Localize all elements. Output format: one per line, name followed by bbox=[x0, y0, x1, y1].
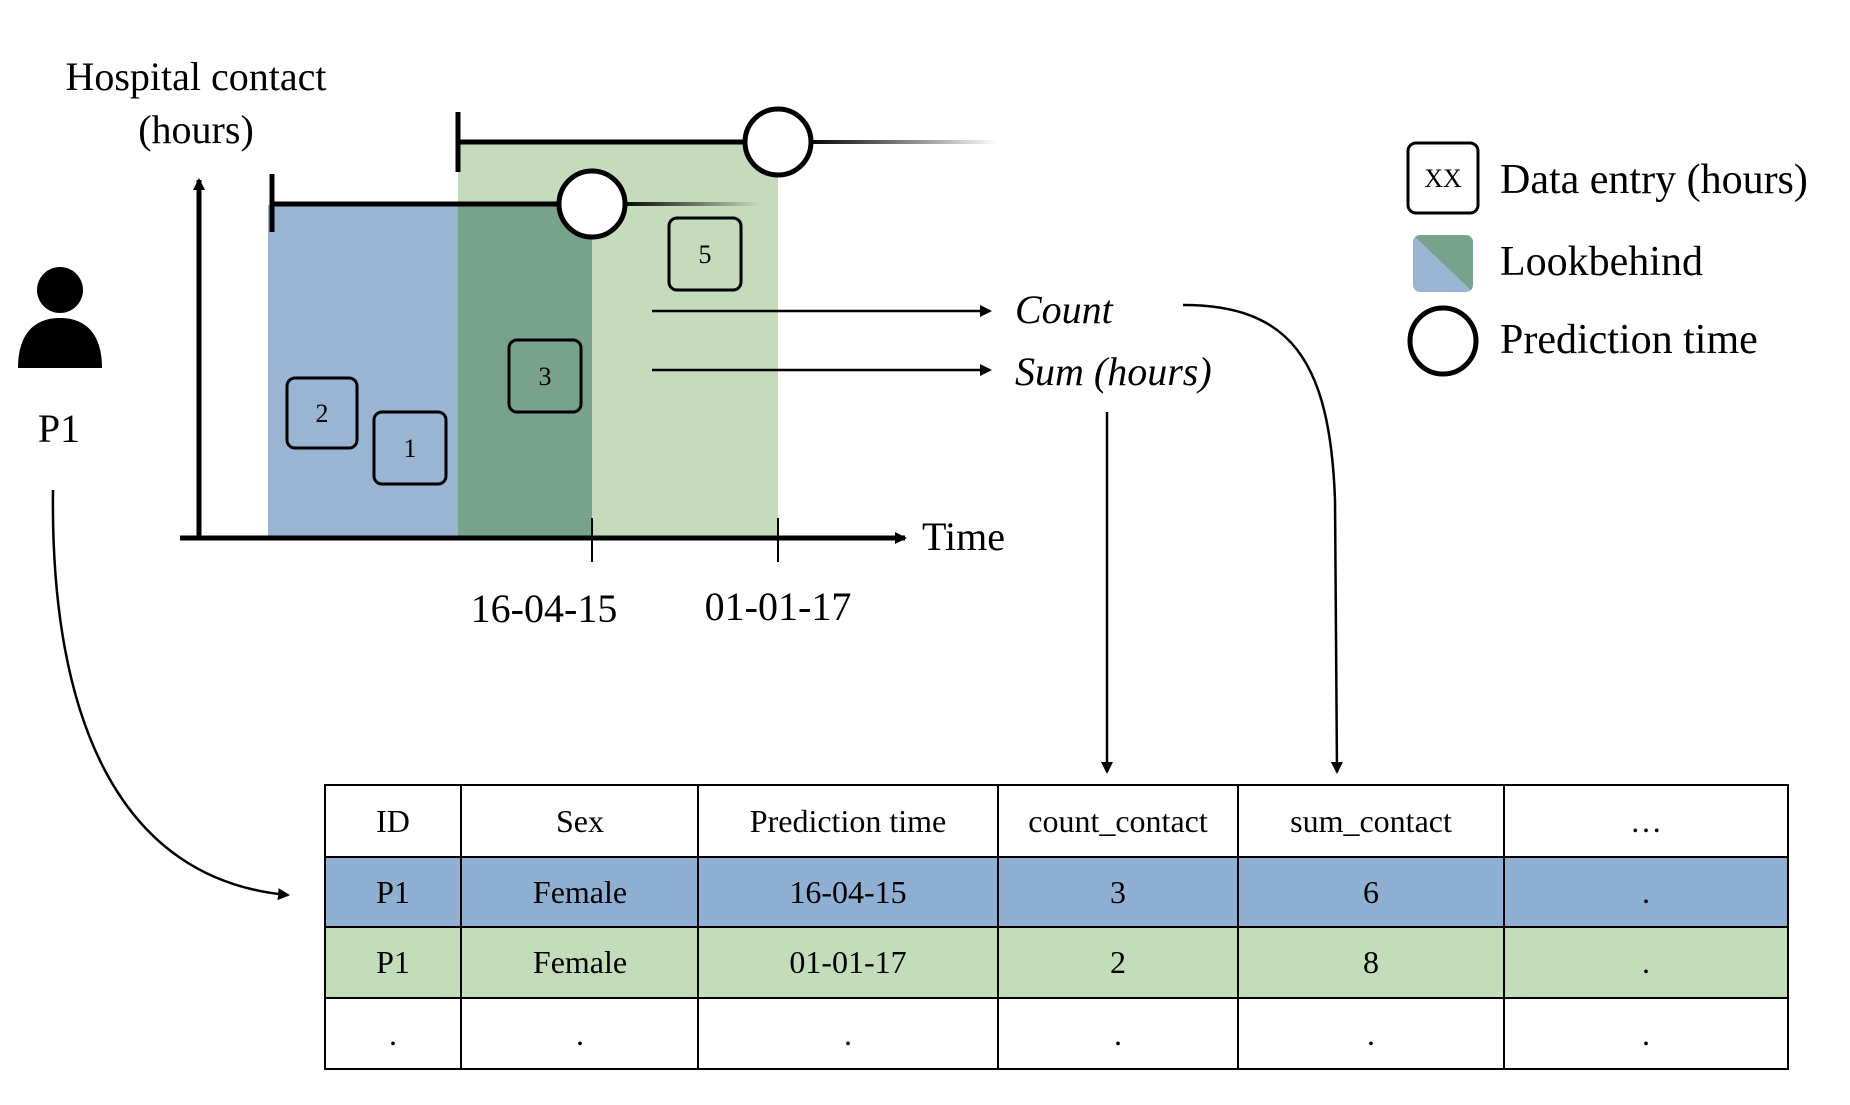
legend: XX Data entry (hours) Lookbehind Predict… bbox=[1406, 141, 1808, 377]
table-cell: . bbox=[1642, 944, 1650, 980]
x-axis-label: Time bbox=[922, 514, 1005, 559]
legend-data-entry-label: Data entry (hours) bbox=[1500, 157, 1808, 203]
table-row-blue-bg bbox=[325, 857, 1788, 927]
legend-lookbehind-swatch bbox=[1413, 235, 1473, 292]
legend-lookbehind-label: Lookbehind bbox=[1500, 239, 1703, 285]
legend-data-entry-box: XX bbox=[1406, 141, 1480, 215]
prediction-time-marker-1 bbox=[556, 168, 628, 240]
lookbehind-bar-1-fade bbox=[620, 202, 760, 206]
table-row-green-bg bbox=[325, 927, 1788, 998]
svg-text:XX: XX bbox=[1424, 164, 1462, 193]
table-cell: 3 bbox=[1110, 874, 1126, 910]
svg-text:1: 1 bbox=[404, 434, 417, 463]
patient-id-label: P1 bbox=[38, 406, 80, 451]
table-cell: . bbox=[1642, 1016, 1650, 1052]
table-header-sex: Sex bbox=[556, 803, 604, 839]
table-cell: . bbox=[1642, 874, 1650, 910]
y-axis-label-line1: Hospital contact bbox=[65, 54, 326, 99]
prediction-date-2: 01-01-17 bbox=[705, 584, 852, 629]
table-cell: P1 bbox=[376, 944, 410, 980]
table-cell: 01-01-17 bbox=[789, 944, 906, 980]
table-header-sum-contact: sum_contact bbox=[1290, 803, 1452, 839]
patient-to-table-arrow bbox=[51, 489, 290, 901]
data-entry-3: 3 bbox=[507, 338, 583, 414]
person-icon bbox=[18, 267, 102, 368]
prediction-date-1: 16-04-15 bbox=[471, 586, 618, 631]
svg-text:5: 5 bbox=[699, 240, 712, 269]
table-cell: 8 bbox=[1363, 944, 1379, 980]
svg-text:2: 2 bbox=[316, 399, 329, 428]
legend-prediction-time-label: Prediction time bbox=[1500, 317, 1758, 363]
count-to-table-arrow bbox=[1182, 303, 1343, 774]
table-cell: 6 bbox=[1363, 874, 1379, 910]
table-header-count-contact: count_contact bbox=[1028, 803, 1208, 839]
legend-prediction-time-marker bbox=[1407, 305, 1479, 377]
table-header-id: ID bbox=[376, 803, 410, 839]
svg-text:3: 3 bbox=[539, 362, 552, 391]
lookbehind-bar-2-fade bbox=[808, 140, 998, 144]
table-header-prediction-time: Prediction time bbox=[750, 803, 946, 839]
table-cell: . bbox=[389, 1016, 397, 1052]
data-entry-2: 2 bbox=[285, 376, 359, 450]
data-entry-1: 1 bbox=[372, 410, 448, 486]
table-header-more: … bbox=[1630, 803, 1662, 839]
sum-label: Sum (hours) bbox=[1015, 349, 1212, 394]
table-cell: 16-04-15 bbox=[789, 874, 906, 910]
table-cell: P1 bbox=[376, 874, 410, 910]
table-cell: . bbox=[1367, 1016, 1375, 1052]
y-axis-label-line2: (hours) bbox=[138, 107, 254, 152]
table-cell: . bbox=[576, 1016, 584, 1052]
lookbehind-window-green bbox=[592, 205, 778, 538]
table-cell: Female bbox=[533, 874, 627, 910]
prediction-time-marker-2 bbox=[742, 106, 814, 178]
lookbehind-window-overlap bbox=[458, 205, 592, 538]
table-cell: Female bbox=[533, 944, 627, 980]
table-cell: . bbox=[1114, 1016, 1122, 1052]
table-cell: 2 bbox=[1110, 944, 1126, 980]
table-cell: . bbox=[844, 1016, 852, 1052]
feature-table: ID Sex Prediction time count_contact sum_con… bbox=[324, 784, 1789, 1070]
count-label: Count bbox=[1015, 287, 1114, 332]
data-entry-5: 5 bbox=[667, 216, 743, 292]
lookbehind-window-blue bbox=[268, 205, 458, 538]
